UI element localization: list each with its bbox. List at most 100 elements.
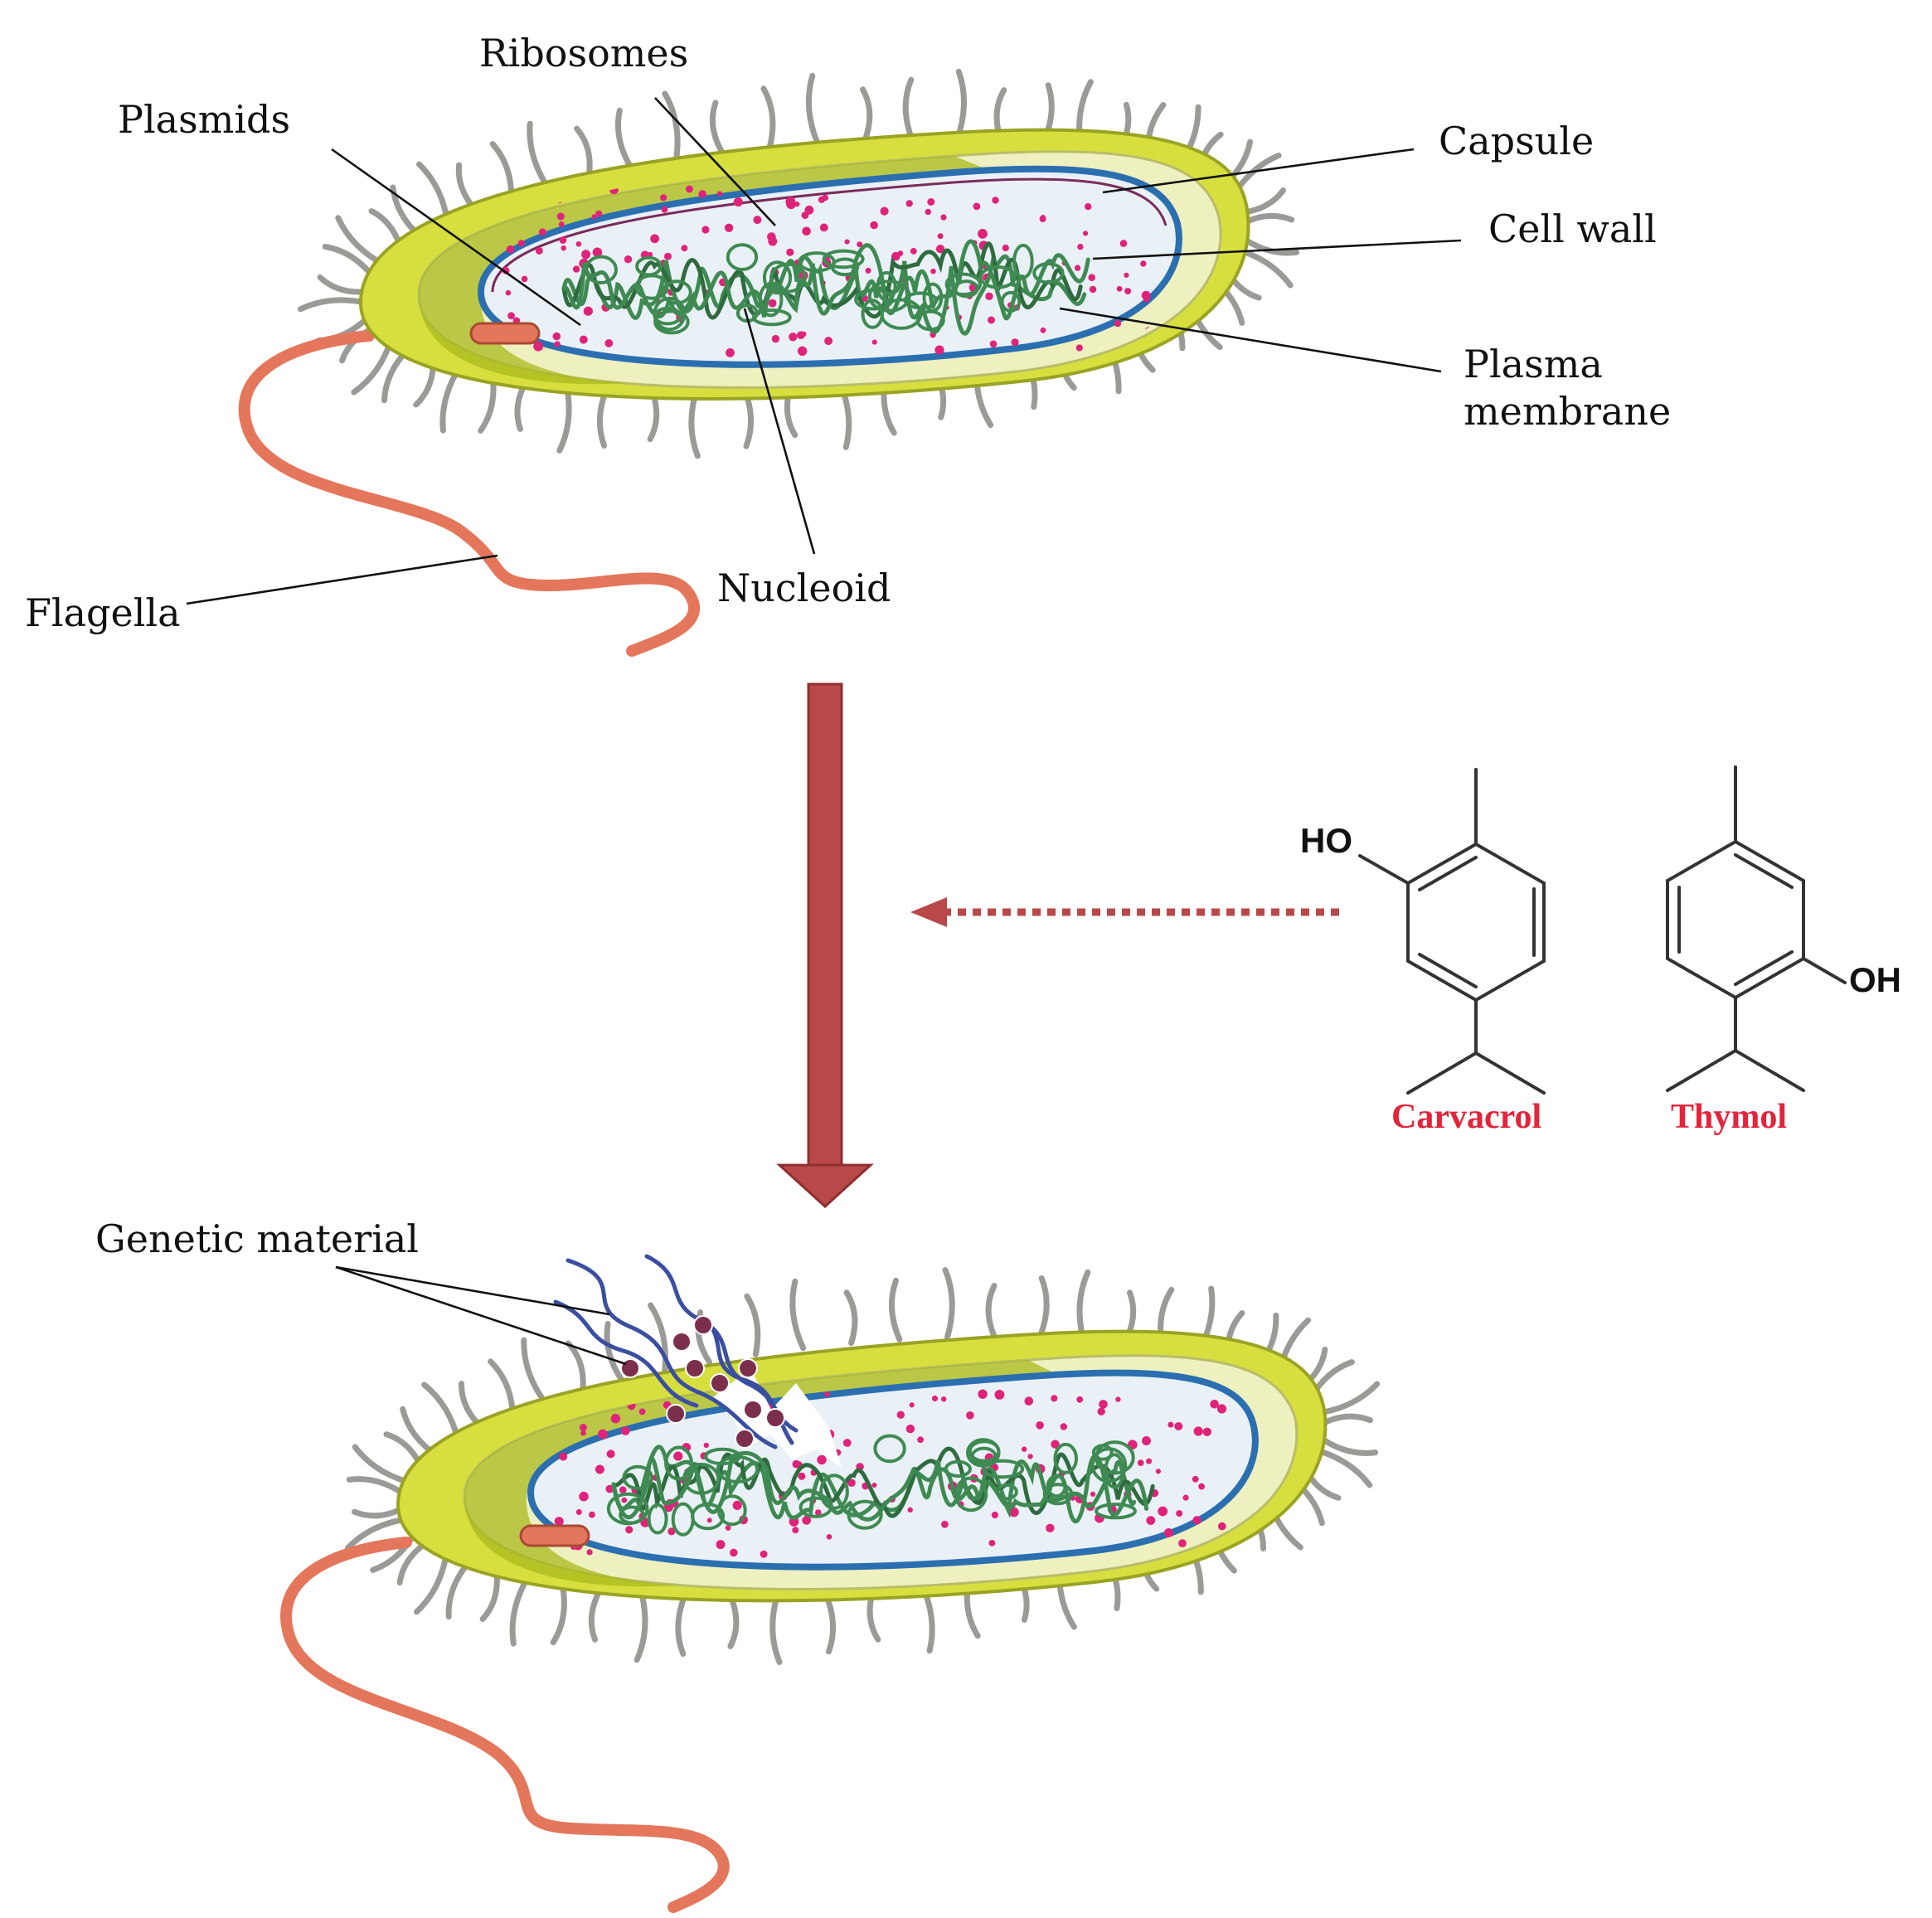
dna-loop — [968, 1440, 1001, 1463]
pilus — [509, 1575, 531, 1647]
pilus — [1036, 1275, 1050, 1340]
ribosome — [1090, 1491, 1096, 1497]
dna-loop — [726, 243, 759, 272]
pilus — [298, 297, 371, 313]
ribosome — [988, 1540, 996, 1547]
dotted-arrow — [910, 897, 1339, 927]
ribosome — [725, 1525, 731, 1531]
ribosome — [1163, 1528, 1173, 1537]
ribosome — [1009, 1507, 1019, 1517]
ribosome — [575, 1509, 582, 1515]
ribosome — [1036, 1421, 1044, 1430]
ribosome — [667, 1527, 676, 1536]
ribosome — [1046, 1523, 1055, 1533]
ribosome — [1142, 1436, 1151, 1445]
ribosome — [768, 236, 778, 246]
ribosome — [579, 335, 588, 344]
ribosome — [992, 197, 999, 204]
ribosome — [575, 241, 582, 247]
dna-loop — [867, 279, 911, 313]
pilus — [954, 68, 967, 142]
dna-loop — [1095, 1503, 1137, 1520]
dna-loop — [622, 1464, 653, 1491]
ribosome — [561, 245, 566, 251]
ribosome — [815, 1509, 822, 1516]
ribosome — [730, 1548, 738, 1557]
pilus — [574, 125, 593, 181]
label-plasmids: Plasmids — [118, 97, 290, 142]
ribosome — [802, 226, 811, 236]
plasmid-bottom — [519, 1524, 590, 1547]
dna-loop — [981, 1459, 1025, 1479]
pilus — [588, 1586, 604, 1643]
pilus — [662, 90, 681, 163]
top-labels: Ribosomes Plasmids Capsule Cell wall Pla… — [25, 31, 1671, 635]
ribosome — [591, 214, 597, 220]
ribosome — [925, 208, 931, 216]
dna-loop — [873, 1434, 906, 1464]
ribosome — [818, 196, 826, 203]
ribosome — [937, 233, 944, 240]
ribosome — [792, 1527, 799, 1534]
ribosome — [701, 226, 710, 234]
dna-loop — [704, 1447, 741, 1466]
thymol-name: Thymol — [1671, 1098, 1787, 1136]
pilus — [709, 100, 726, 156]
pilus — [727, 1592, 740, 1649]
ribosome — [985, 292, 993, 300]
ribosome — [1011, 338, 1019, 347]
ribosome — [786, 248, 794, 256]
leader-plasmids — [331, 148, 581, 327]
dna-loop — [769, 262, 807, 294]
dna-loop — [1042, 1483, 1074, 1506]
pilus — [565, 1340, 586, 1395]
dna-loop — [647, 1503, 668, 1535]
ribosome — [1176, 1510, 1183, 1517]
ribosome — [559, 1452, 568, 1461]
ribosome — [1146, 1516, 1156, 1525]
leader-flagella — [186, 554, 498, 605]
ribosome — [732, 1500, 742, 1510]
nucleoid-bottom — [606, 1434, 1155, 1537]
pilus — [675, 1592, 688, 1657]
ribosome — [1039, 216, 1046, 222]
ribosome — [978, 1389, 988, 1399]
label-plasma-membrane-2: membrane — [1464, 389, 1671, 434]
released-ribosomes — [620, 1315, 785, 1449]
ribosome — [1192, 1516, 1201, 1525]
ribosome — [1088, 274, 1095, 282]
ribosome — [865, 267, 871, 274]
ribosome — [1085, 203, 1092, 211]
ribosome — [554, 1517, 564, 1527]
carvacrol-hydroxyl: HO — [1300, 821, 1352, 860]
ribosome — [824, 337, 833, 346]
ribosome — [1119, 240, 1128, 247]
ribosome — [661, 206, 668, 213]
ribosome — [580, 1430, 586, 1436]
ribosome — [1216, 1404, 1227, 1414]
ribosome — [726, 348, 735, 357]
ribosome — [941, 1396, 947, 1402]
ribosome — [801, 211, 809, 219]
ribosome — [1124, 288, 1132, 295]
pilus — [614, 107, 634, 172]
ribosome — [552, 332, 561, 341]
ribosome — [1146, 1458, 1153, 1464]
dna-strand — [561, 254, 1087, 336]
ribosome — [1137, 1459, 1144, 1466]
ribosome — [507, 312, 515, 320]
pilus — [902, 76, 915, 142]
dna-loop — [819, 1474, 849, 1510]
ribosome — [797, 346, 808, 356]
dna-loop — [1053, 1442, 1078, 1474]
dna-loop — [1090, 1447, 1128, 1483]
ribosome — [994, 1390, 1005, 1400]
intact-bacterium — [238, 68, 1300, 657]
nucleoid-top — [561, 239, 1090, 336]
ribosome — [586, 1549, 593, 1556]
ribosome — [580, 1424, 587, 1431]
pilus — [346, 1476, 410, 1498]
ribosome — [988, 316, 995, 324]
bottom-labels: Genetic material — [95, 1216, 627, 1366]
ribosome — [824, 1391, 830, 1397]
